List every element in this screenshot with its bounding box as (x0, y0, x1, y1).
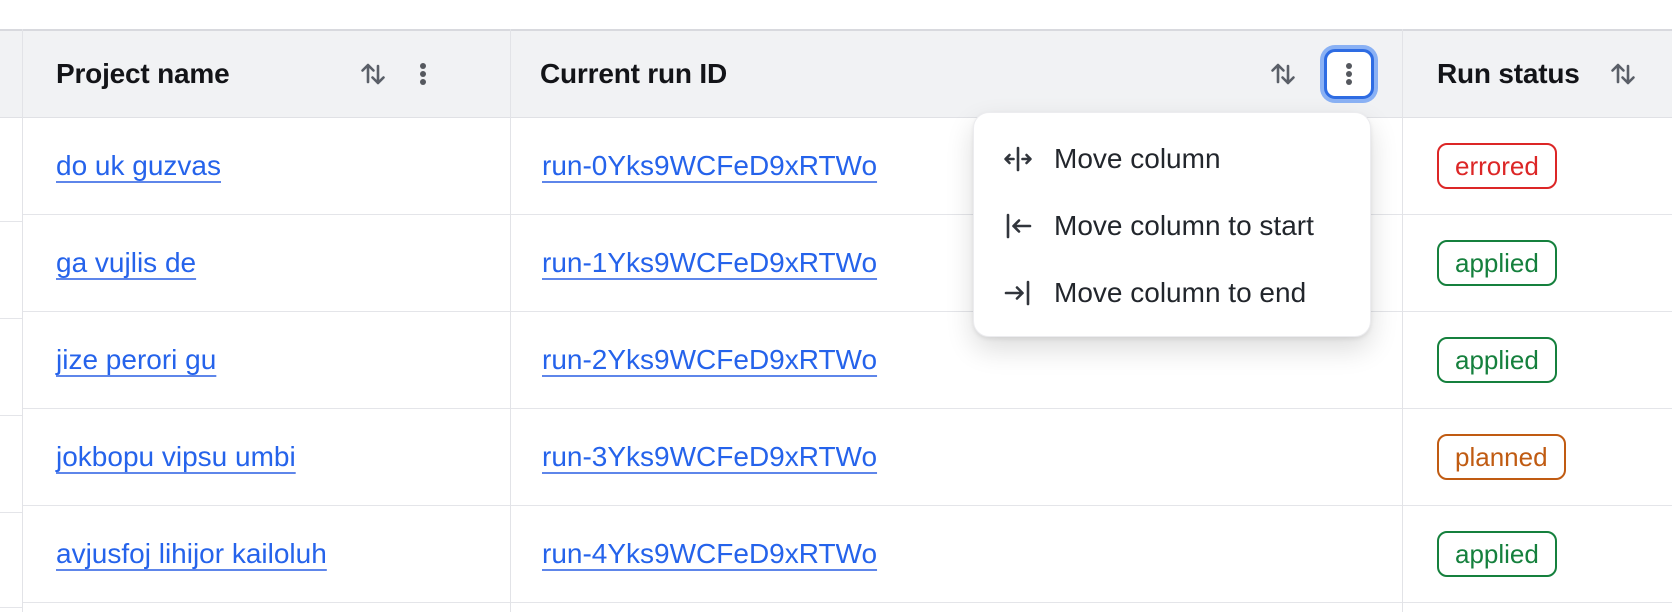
divider (0, 221, 22, 222)
menu-item-move-column-to-start[interactable]: Move column to start (974, 192, 1370, 259)
column-divider (22, 29, 23, 612)
divider (0, 415, 22, 416)
run-id-link[interactable]: run-2Yks9WCFeD9xRTWo (542, 344, 878, 375)
move-column-to-end-icon (1004, 280, 1030, 305)
sort-icon[interactable] (1266, 57, 1300, 91)
table-row: avjusfoj lihijor kailoluh run-4Yks9WCFeD… (22, 506, 1672, 603)
run-id-link[interactable]: run-0Yks9WCFeD9xRTWo (542, 150, 878, 181)
project-link[interactable]: ga vujlis de (56, 247, 197, 278)
menu-item-label: Move column to end (1054, 276, 1307, 308)
project-link[interactable]: avjusfoj lihijor kailoluh (56, 538, 327, 569)
column-label-current-run-id: Current run ID (540, 58, 727, 89)
run-id-link[interactable]: run-3Yks9WCFeD9xRTWo (542, 441, 878, 472)
run-status-cell: errored (1437, 118, 1557, 214)
table-row: jize perori gu run-2Yks9WCFeD9xRTWo appl… (22, 312, 1672, 409)
kebab-icon (1346, 63, 1352, 85)
run-status-cell: applied (1437, 215, 1557, 311)
run-id-link[interactable]: run-1Yks9WCFeD9xRTWo (542, 247, 878, 278)
table-row: ga vujlis de run-1Yks9WCFeD9xRTWo applie… (22, 215, 1672, 312)
run-id-cell: run-2Yks9WCFeD9xRTWo (542, 312, 877, 408)
divider (0, 318, 22, 319)
run-status-cell: applied (1437, 312, 1557, 408)
move-column-icon (1004, 146, 1032, 171)
table-row: do uk guzvas run-0Yks9WCFeD9xRTWo errore… (22, 118, 1672, 215)
column-menu-button-focused[interactable] (1324, 49, 1374, 99)
project-name-cell: jize perori gu (56, 312, 216, 408)
divider (0, 607, 22, 608)
status-badge: errored (1437, 143, 1557, 189)
run-status-cell: applied (1437, 506, 1557, 602)
project-name-cell: jokbopu vipsu umbi (56, 409, 296, 505)
move-column-to-start-icon (1006, 213, 1032, 238)
run-id-cell: run-3Yks9WCFeD9xRTWo (542, 409, 877, 505)
run-status-cell: planned (1437, 409, 1566, 505)
sort-icon[interactable] (356, 57, 390, 91)
run-id-cell: run-0Yks9WCFeD9xRTWo (542, 118, 877, 214)
project-link[interactable]: do uk guzvas (56, 150, 221, 181)
menu-item-move-column-to-end[interactable]: Move column to end (974, 259, 1370, 326)
column-divider (1402, 29, 1403, 612)
column-label-run-status: Run status (1437, 58, 1580, 89)
run-id-link[interactable]: run-4Yks9WCFeD9xRTWo (542, 538, 878, 569)
status-badge: applied (1437, 337, 1557, 383)
menu-item-label: Move column (1054, 142, 1221, 174)
run-id-cell: run-4Yks9WCFeD9xRTWo (542, 506, 877, 602)
project-name-cell: avjusfoj lihijor kailoluh (56, 506, 327, 602)
project-name-cell: do uk guzvas (56, 118, 221, 214)
status-badge: applied (1437, 531, 1557, 577)
status-badge: planned (1437, 434, 1566, 480)
column-header-run-status: Run status (1402, 31, 1672, 117)
run-id-cell: run-1Yks9WCFeD9xRTWo (542, 215, 877, 311)
table-row: jokbopu vipsu umbi run-3Yks9WCFeD9xRTWo … (22, 409, 1672, 506)
project-name-cell: ga vujlis de (56, 215, 196, 311)
table-header: Project name Current run ID (0, 29, 1672, 118)
column-header-current-run-id: Current run ID (510, 31, 1402, 117)
status-badge: applied (1437, 240, 1557, 286)
pinned-column-sliver (0, 118, 22, 612)
column-divider (510, 29, 511, 612)
column-label-project-name: Project name (56, 58, 230, 89)
divider (0, 512, 22, 513)
project-link[interactable]: jokbopu vipsu umbi (56, 441, 296, 472)
sort-icon[interactable] (1606, 57, 1640, 91)
project-link[interactable]: jize perori gu (56, 344, 217, 375)
menu-item-move-column[interactable]: Move column (974, 125, 1370, 192)
column-menu-kebab-icon[interactable] (408, 57, 438, 91)
column-header-project-name: Project name (22, 31, 510, 117)
column-menu-dropdown: Move column Move column to start Move co… (973, 112, 1371, 337)
menu-item-label: Move column to start (1054, 209, 1314, 241)
